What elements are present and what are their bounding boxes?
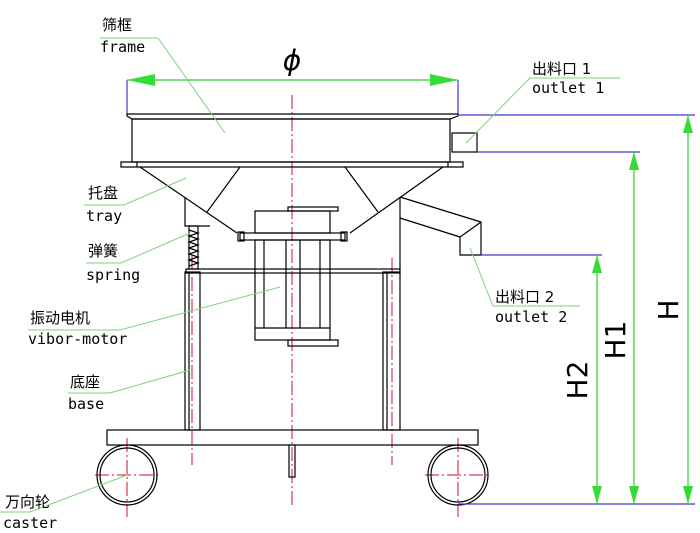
outlet2-label-en: outlet 2: [495, 308, 567, 326]
outlet-1-spout: [451, 132, 478, 153]
height-h-label: H: [652, 299, 685, 320]
caster-label-cn: 万向轮: [5, 493, 50, 511]
base-label-cn: 底座: [70, 373, 100, 391]
outlet1-label-cn: 出料口 1: [532, 60, 591, 78]
base: [106, 268, 479, 478]
tray-label-en: tray: [86, 207, 122, 225]
tray-cone: [139, 166, 482, 270]
spring-label-en: spring: [86, 266, 140, 284]
outlet1-label-en: outlet 1: [532, 79, 604, 97]
motor-label-cn: 振动电机: [30, 309, 90, 327]
vibration-motor: [237, 206, 348, 347]
frame-label-en: frame: [100, 38, 145, 56]
leader-lines: [0, 37, 620, 513]
frame-label-cn: 筛框: [102, 16, 132, 34]
height-h2-label: H2: [561, 361, 594, 400]
spring-label-cn: 弹簧: [88, 242, 118, 260]
base-label-en: base: [68, 395, 104, 413]
tray-label-cn: 托盘: [88, 184, 118, 202]
caster-label-en: caster: [3, 514, 57, 532]
casters: [96, 444, 489, 506]
height-h1-label: H1: [599, 321, 632, 360]
extension-lines: [458, 114, 695, 505]
spring: [187, 225, 200, 270]
diameter-label: ϕ: [283, 44, 301, 77]
centerlines: [95, 95, 490, 517]
outlet2-label-cn: 出料口 2: [495, 288, 554, 306]
motor-label-en: vibor-motor: [28, 330, 127, 348]
sieve-frame: [120, 80, 478, 168]
dimension-lines: [127, 74, 693, 504]
